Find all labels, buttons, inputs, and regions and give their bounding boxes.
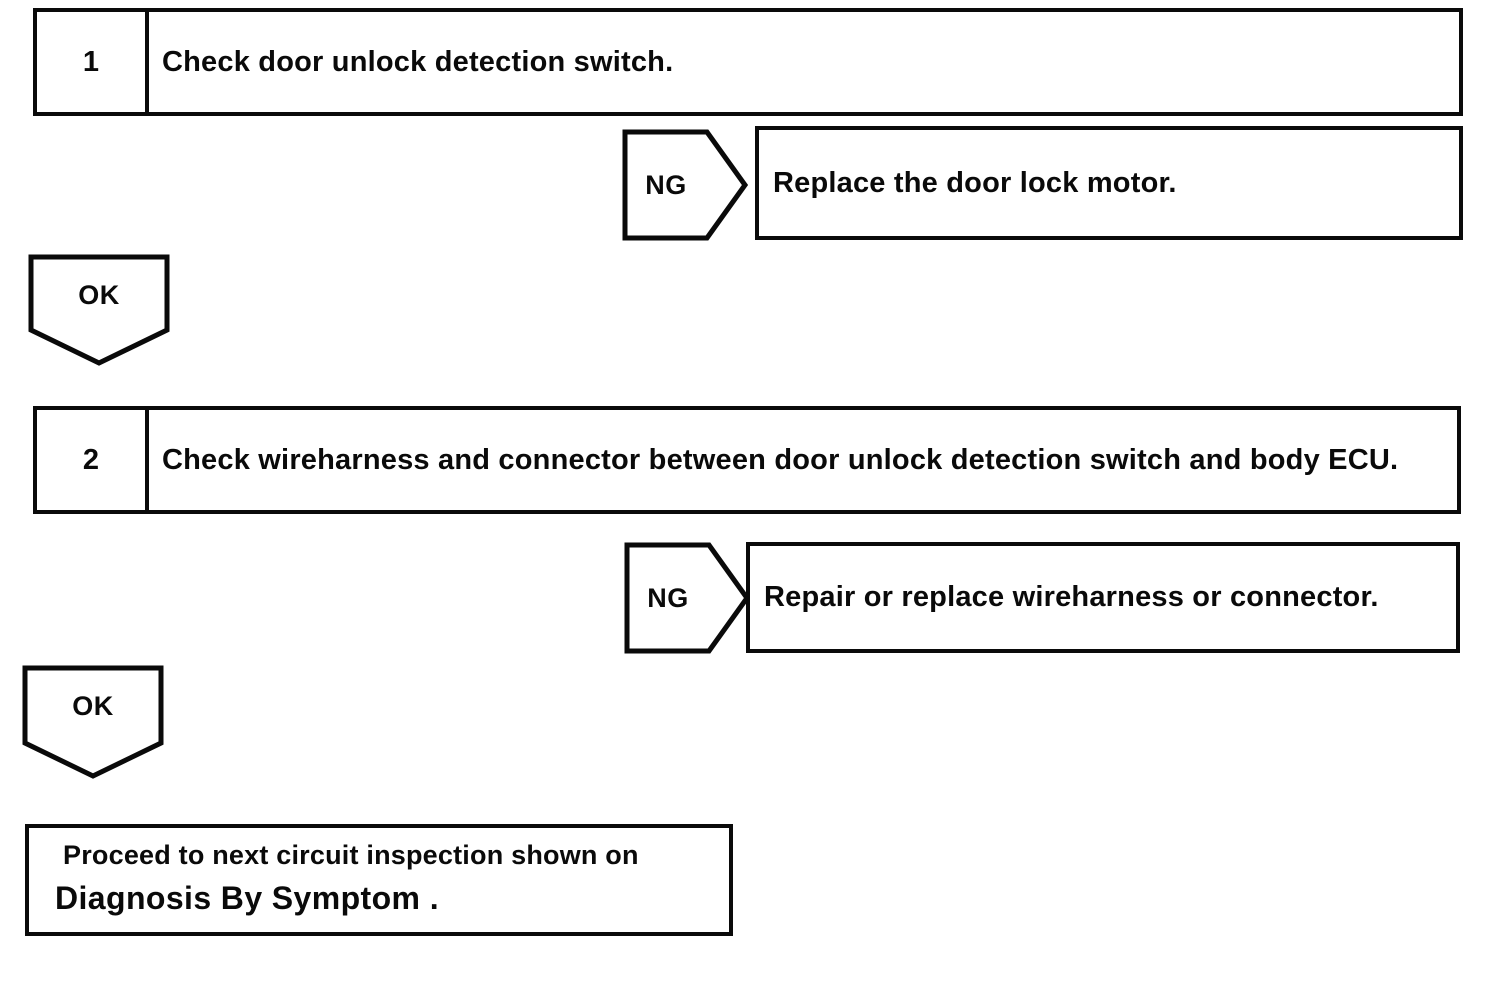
ng-branch-1: NG [622,129,748,241]
step-number-cell: 1 [37,12,149,112]
step-instruction-cell: Check door unlock detection switch. [149,12,1459,112]
ng-action-text: Repair or replace wireharness or connect… [764,581,1379,613]
ng-branch-2: NG [624,542,750,654]
ok-pentagon-down-icon [28,254,170,366]
result-line-2: Diagnosis By Symptom . [55,880,439,916]
step-box-2: 2 Check wireharness and connector betwee… [33,406,1461,514]
ng-label: NG [645,169,687,200]
ok-branch-2: OK [22,665,164,779]
step-instruction: Check wireharness and connector between … [162,444,1399,476]
ok-label: OK [78,279,120,310]
step-number: 1 [82,45,100,78]
ng-action-box-2: Repair or replace wireharness or connect… [746,542,1460,653]
step-instruction-cell: Check wireharness and connector between … [149,410,1457,510]
ng-chevron-right-icon [622,129,748,241]
ok-pentagon-down-icon [22,665,164,779]
step-instruction: Check door unlock detection switch. [162,46,674,78]
ng-action-box-1: Replace the door lock motor. [755,126,1463,240]
ok-label: OK [72,690,114,721]
result-box: Proceed to next circuit inspection shown… [25,824,733,936]
ng-label: NG [647,582,689,613]
ng-action-text: Replace the door lock motor. [773,166,1177,199]
step-number: 2 [82,443,100,476]
step-box-1: 1 Check door unlock detection switch. [33,8,1463,116]
ng-chevron-right-icon [624,542,750,654]
step-number-cell: 2 [37,410,149,510]
ok-branch-1: OK [28,254,170,366]
result-line-1: Proceed to next circuit inspection shown… [63,840,639,870]
